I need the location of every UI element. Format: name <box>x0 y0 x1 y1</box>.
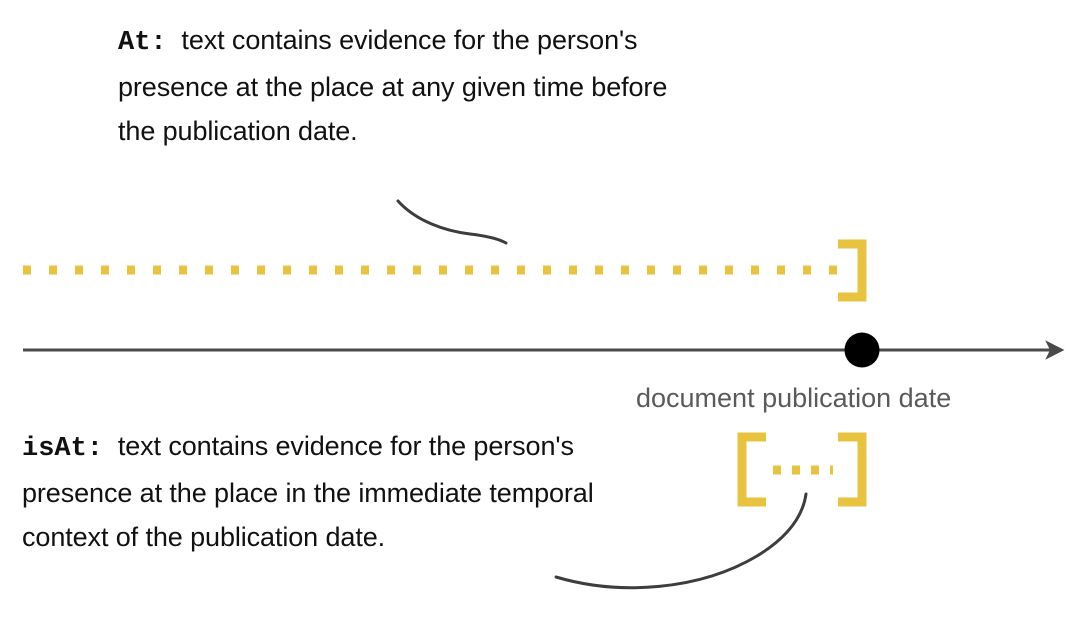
publication-date-dot-icon <box>844 332 880 368</box>
caption-isat-body: text contains evidence for the person's … <box>22 431 602 552</box>
caption-isat: isAt: text contains evidence for the per… <box>22 424 602 559</box>
keyword-at: At: <box>118 28 167 58</box>
bracket-left-isat-icon <box>737 432 766 507</box>
keyword-isat: isAt: <box>22 434 104 464</box>
curved-leader-line-at-icon <box>396 199 508 245</box>
axis-label-publication-date: document publication date <box>636 383 952 413</box>
caption-at-body: text contains evidence for the person's … <box>118 25 675 146</box>
bracket-right-isat-icon <box>838 432 867 507</box>
bracket-right-at-icon <box>838 239 867 302</box>
isat-span-group <box>737 432 867 507</box>
caption-at: At: text contains evidence for the perso… <box>118 18 678 153</box>
